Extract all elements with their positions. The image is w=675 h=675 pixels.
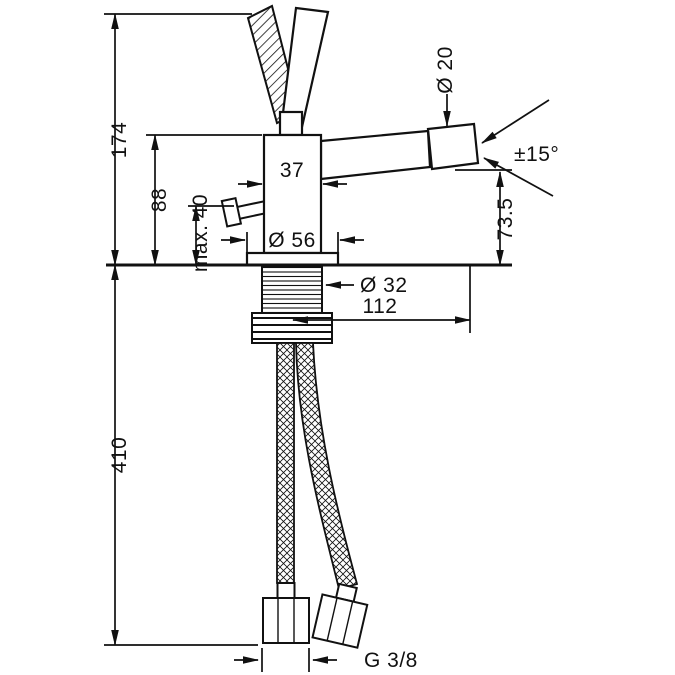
aerator — [426, 122, 480, 171]
connector-facet — [326, 597, 338, 641]
spout — [319, 129, 432, 181]
supply-hose-angled — [295, 342, 359, 591]
connector-facet — [342, 601, 354, 645]
threaded-shank — [261, 266, 323, 314]
base-flange — [245, 251, 340, 267]
dim-label-hose-length: 410 — [108, 437, 131, 474]
faucet-figure — [106, 4, 512, 649]
hose-connector-straight — [262, 582, 310, 644]
connector-nut — [262, 597, 310, 644]
dim-label-connection-thread: G 3/8 — [364, 649, 418, 672]
hose-connector-angled — [311, 582, 369, 649]
dim-aerator-diameter: Ø 20 — [434, 46, 457, 127]
dim-body-height: 88 — [146, 134, 262, 266]
dim-hose-length: 410 — [104, 264, 258, 646]
dim-label-outlet-height: 73.5 — [494, 198, 517, 241]
drain-lever — [220, 196, 269, 228]
dim-outlet-height: 73.5 — [455, 169, 517, 266]
handle-lever — [280, 6, 330, 129]
dim-body-width: 37 — [238, 159, 347, 188]
faucet-body — [262, 133, 323, 255]
dim-max-deck-thickness: max. 40 — [188, 194, 234, 272]
dim-label-body-width: 37 — [280, 159, 304, 182]
connector-neck — [276, 582, 296, 599]
dimensions: 174 88 max. 40 410 37 Ø 56 — [104, 13, 559, 672]
dim-label-total-height: 174 — [108, 122, 131, 159]
drain-lever-knob — [220, 196, 243, 228]
dim-swivel-range: ±15° — [481, 99, 559, 197]
arrow-line — [481, 99, 550, 144]
dim-clearance-right: 112 — [292, 265, 471, 333]
dim-label-body-height: 88 — [148, 188, 171, 212]
dim-shank-diameter: Ø 32 — [325, 274, 408, 297]
dim-label-swivel-range: ±15° — [514, 143, 559, 166]
dim-label-aerator-diameter: Ø 20 — [434, 46, 457, 94]
dim-label-clearance-right: 112 — [363, 295, 398, 318]
mounting-nut — [251, 312, 333, 344]
dim-total-height: 174 — [104, 13, 252, 266]
dim-label-max-deck-thickness: max. 40 — [189, 194, 212, 272]
supply-hose-straight — [276, 342, 295, 584]
handle-base — [278, 110, 304, 137]
dim-label-base-diameter: Ø 56 — [268, 229, 316, 252]
arrow-line — [483, 157, 554, 197]
connector-nut — [311, 593, 369, 649]
dim-base-diameter: Ø 56 — [221, 229, 364, 252]
dim-connection-thread: G 3/8 — [234, 648, 418, 672]
dim-label-shank-diameter: Ø 32 — [360, 274, 408, 297]
